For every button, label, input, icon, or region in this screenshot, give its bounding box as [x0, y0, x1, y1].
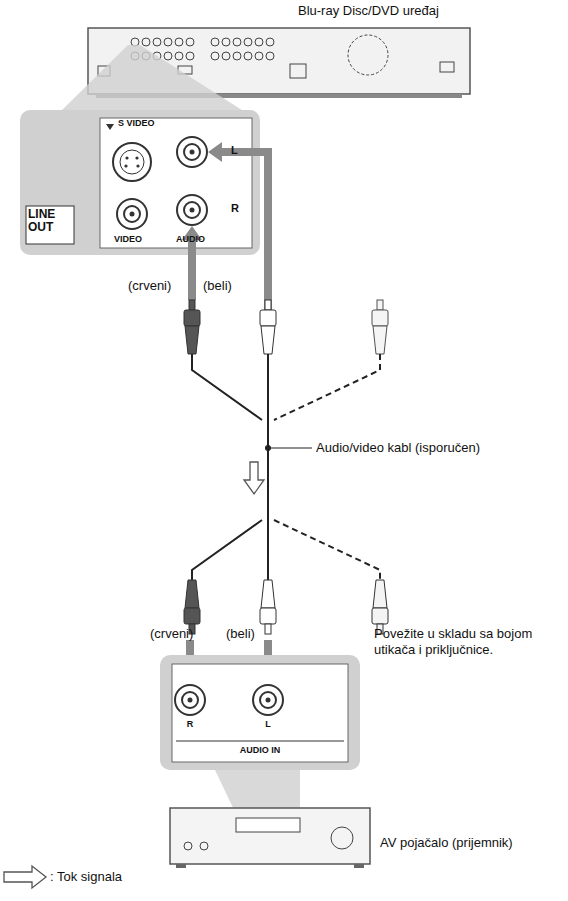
jack-label: R [231, 202, 239, 215]
jack-panel: R L AUDIO IN [160, 655, 360, 770]
zoom-panel [20, 110, 260, 255]
zoom-wedge [215, 770, 300, 812]
zoom-wedge [60, 45, 245, 112]
note: Povežite u skladu sa bojom utikača i pri… [374, 626, 560, 657]
jack-label: VIDEO [114, 234, 142, 244]
signal-flow-arrow [244, 462, 264, 494]
color-label: (beli) [203, 278, 232, 294]
device-title: Blu-ray Disc/DVD uređaj [298, 4, 470, 19]
device-illustration: Blu-ray Disc/DVD uređaj [88, 28, 470, 94]
panel-label: LINE OUT [28, 208, 70, 233]
zoom-panel [160, 655, 360, 770]
color-label: (crveni) [150, 626, 193, 642]
receiver-illustration: AV pojačalo (prijemnik) [170, 808, 370, 864]
jack-label: S VIDEO [118, 118, 155, 128]
jack-label: AUDIO [176, 234, 205, 244]
receiver-body [170, 808, 370, 864]
panel-label: AUDIO IN [172, 745, 348, 755]
cable-label: Audio/video kabl (isporučen) [316, 440, 480, 456]
legend-text: : Tok signala [50, 869, 122, 885]
jack-label: L [231, 144, 238, 157]
jack-panel: S VIDEO L R LINE OUT VIDEO AUDIO [20, 110, 260, 255]
legend-arrow-sample [4, 866, 46, 888]
leader-line [271, 448, 312, 449]
color-label: (beli) [226, 626, 255, 642]
jack-label: R [185, 719, 195, 729]
color-label: (crveni) [128, 278, 171, 294]
jack-label: L [263, 719, 273, 729]
device-label: AV pojačalo (prijemnik) [380, 836, 513, 851]
